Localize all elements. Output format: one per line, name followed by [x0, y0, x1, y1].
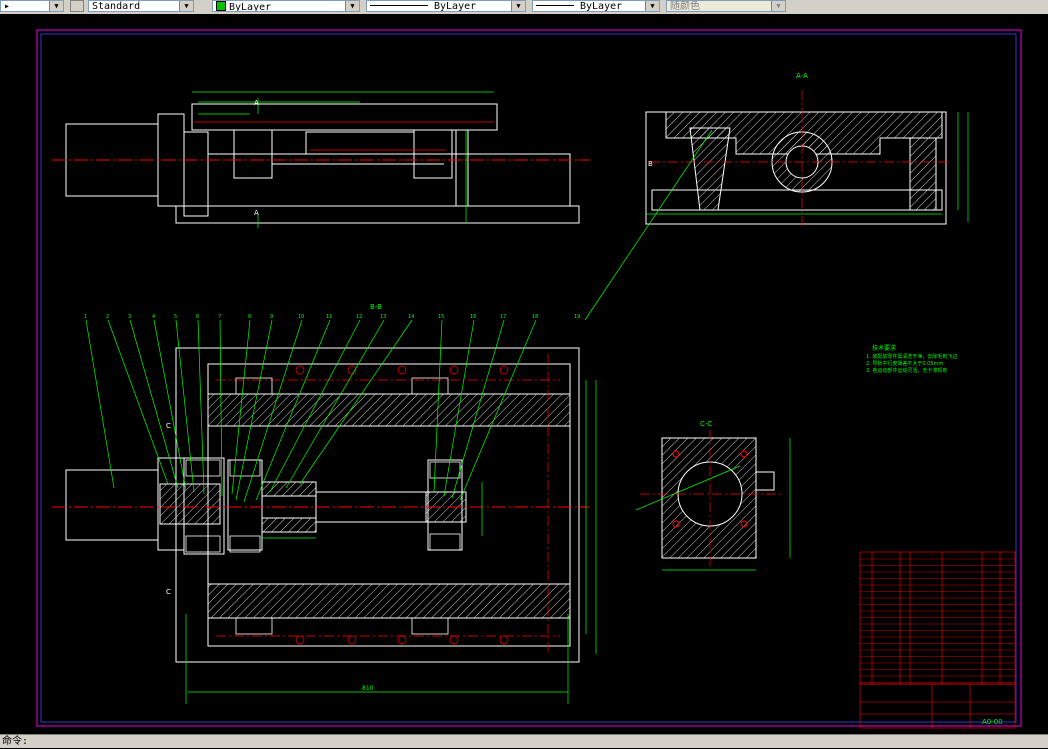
- balloon-12: 12: [356, 314, 362, 320]
- front-view-section-label-bottom: A: [254, 209, 259, 217]
- properties-toolbar: ▸▼ Standard▼ ByLayer▼ ByLayer▼ ByLayer▼ …: [0, 0, 1048, 15]
- balloon-8: 8: [248, 314, 251, 320]
- drawing-canvas[interactable]: A A A-A B B-B: [0, 14, 1048, 734]
- linetype-value: ByLayer: [434, 1, 477, 12]
- lineweight-value: ByLayer: [580, 1, 623, 12]
- section-aa-dimensions: [584, 112, 969, 321]
- section-aa-title: A-A: [796, 72, 808, 80]
- parts-list: [859, 551, 1016, 685]
- section-bb-holes: [295, 365, 509, 645]
- color-swatch: [216, 1, 226, 11]
- balloon-4: 4: [152, 314, 155, 320]
- section-bb-bolts: [185, 377, 461, 635]
- balloon-19: 19: [574, 314, 580, 320]
- part-balloon-labels: 1 2 3 4 5 6 7 8 9 10 11 12 13 14 15 16 1…: [84, 314, 580, 320]
- color-select[interactable]: ByLayer▼: [212, 0, 360, 12]
- text-style-value: Standard: [92, 1, 141, 12]
- tech-note-3: 3. 各运动部件运动灵活，无卡滞现象: [866, 367, 947, 374]
- balloon-3: 3: [128, 314, 131, 320]
- text-style-icon[interactable]: [70, 0, 84, 12]
- balloon-13: 13: [380, 314, 386, 320]
- front-view: [52, 103, 590, 224]
- linetype-sample: [370, 5, 428, 6]
- section-bb-dimensions: [185, 380, 597, 704]
- parts-list-rows: [860, 558, 1015, 683]
- section-aa-label-b: B: [648, 160, 653, 168]
- previous-combo[interactable]: ▸▼: [0, 0, 64, 12]
- balloon-2: 2: [106, 314, 109, 320]
- section-cc-label-top: C: [166, 422, 171, 430]
- lineweight-select[interactable]: ByLayer▼: [532, 0, 660, 12]
- section-cc-dimensions: [635, 438, 791, 571]
- command-line[interactable]: 命令:: [0, 734, 1048, 748]
- balloon-16: 16: [470, 314, 476, 320]
- balloon-6: 6: [196, 314, 199, 320]
- plot-style-value: 随颜色: [670, 1, 700, 12]
- front-view-dimensions: [192, 91, 494, 228]
- tech-note-2: 2. 导轨平行度误差不大于0.05mm: [866, 360, 943, 367]
- section-cc-label-bottom: C: [166, 588, 171, 596]
- tech-note-1: 1. 装配前零件需清洗干净，去除毛刺飞边: [866, 353, 957, 360]
- tech-requirements-title: 技术要求: [872, 344, 896, 352]
- balloon-14: 14: [408, 314, 414, 320]
- linetype-select[interactable]: ByLayer▼: [366, 0, 526, 12]
- balloon-11: 11: [326, 314, 332, 320]
- drawing-number: A0-00: [982, 718, 1003, 726]
- balloon-1: 1: [84, 314, 87, 320]
- section-bb-title: B-B: [370, 303, 382, 311]
- plot-style-select[interactable]: 随颜色▼: [666, 0, 786, 12]
- sheet-outer-border: [36, 29, 1022, 727]
- title-block: [859, 683, 1016, 729]
- balloon-7: 7: [218, 314, 221, 320]
- balloon-15: 15: [438, 314, 444, 320]
- balloon-9: 9: [270, 314, 273, 320]
- section-bb-view: [52, 347, 590, 663]
- section-aa-view: [645, 90, 950, 228]
- color-value: ByLayer: [229, 2, 272, 12]
- cad-drawing: A A A-A B B-B: [36, 29, 1022, 729]
- lineweight-sample: [536, 5, 574, 6]
- balloon-18: 18: [532, 314, 538, 320]
- balloon-17: 17: [500, 314, 506, 320]
- sheet-inner-border: [40, 33, 1017, 723]
- overall-length-dimension: 810: [362, 685, 374, 692]
- text-style-select[interactable]: Standard▼: [88, 0, 194, 12]
- front-view-section-label-top: A: [254, 99, 259, 107]
- section-cc-title: C-C: [700, 420, 712, 428]
- part-leader-lines: [85, 319, 537, 503]
- command-prompt: 命令:: [2, 736, 29, 747]
- balloon-5: 5: [174, 314, 177, 320]
- balloon-10: 10: [298, 314, 304, 320]
- section-cc-view: [640, 430, 782, 566]
